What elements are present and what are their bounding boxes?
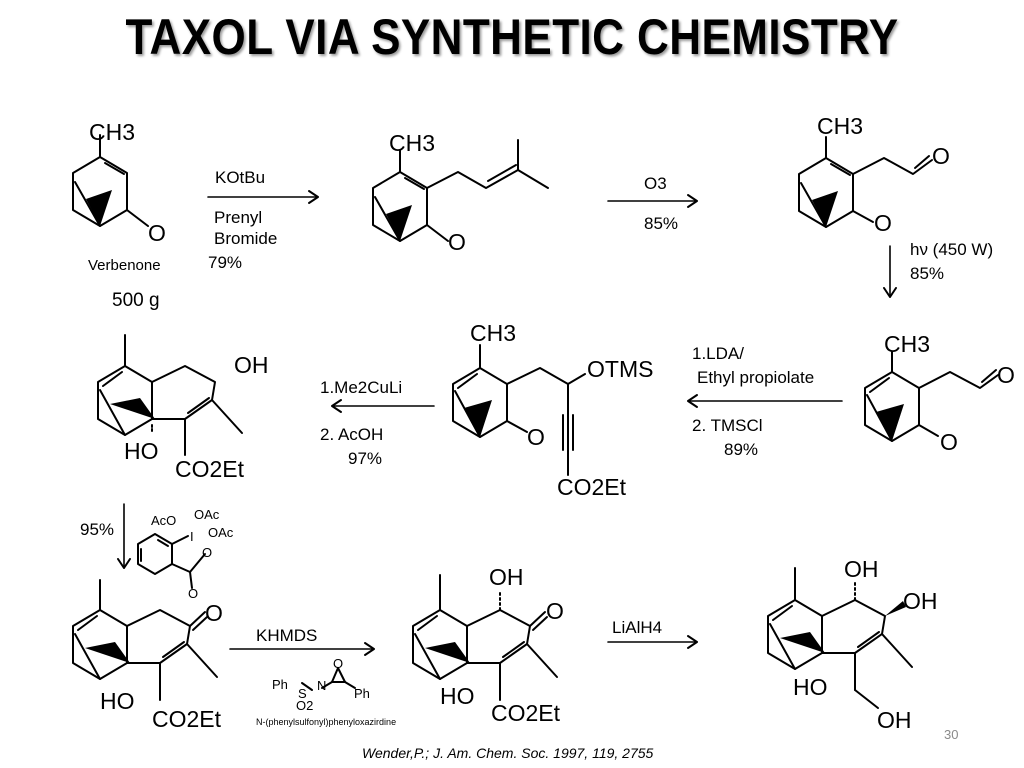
photo-aldehyde-methyl-label: CH3 — [884, 331, 931, 357]
arrow-step6 — [117, 503, 131, 569]
step3-yield: 85% — [910, 264, 945, 283]
hydroxy-enone-ho-label: HO — [440, 683, 475, 709]
photo-aldehyde-skeleton — [864, 351, 999, 442]
step7-o-label: O — [333, 656, 344, 671]
step7-n-label: N — [317, 678, 327, 693]
hydroxy-enone-carbonyl-label: O — [546, 598, 564, 624]
step6-oac1-label: OAc — [194, 507, 220, 522]
aldehyde-methyl-label: CH3 — [817, 113, 864, 139]
tetraol-ho-label: HO — [793, 674, 828, 700]
page-number: 30 — [944, 727, 959, 742]
hydroxy-enone-ester-label: CO2Et — [491, 700, 561, 726]
step7-o2-label: O2 — [296, 698, 314, 713]
aldehyde-carbonyl-label: O — [874, 210, 892, 236]
aldehyde-skeleton — [798, 136, 933, 228]
step7-ph1-label: Ph — [272, 677, 288, 692]
step4-reagent-lda: 1.LDA/ — [692, 344, 744, 363]
iodinane-reagent-skeleton — [137, 533, 206, 589]
alkynoate-otms-label: OTMS — [587, 356, 654, 382]
step3-reagent: hν (450 W) — [910, 240, 994, 259]
step2-yield: 85% — [644, 214, 679, 233]
oxaziridine-skeleton — [301, 667, 356, 691]
bicyclic-diol-ester-label: CO2Et — [175, 456, 245, 482]
step8-reagent: LiAlH4 — [612, 618, 663, 637]
verbenone-methyl-label: CH3 — [89, 119, 136, 145]
step1-reagent-kotbu: KOtBu — [215, 168, 266, 187]
step4-reagent-propiolate: Ethyl propiolate — [697, 368, 815, 387]
enone-carbonyl-label: O — [205, 600, 223, 626]
tetraol-oh1-label: OH — [844, 556, 879, 582]
enone-skeleton — [72, 579, 218, 701]
hydroxy-enone-oh-label: OH — [489, 564, 524, 590]
verbenone-name-label: Verbenone — [88, 257, 161, 274]
step7-reagent: KHMDS — [256, 626, 318, 645]
arrow-step4 — [687, 394, 843, 408]
step6-yield: 95% — [80, 520, 115, 539]
arrow-step3 — [883, 245, 897, 298]
photo-aldehyde-carbonyl-label: O — [940, 429, 958, 455]
step1-reagent-prenyl: Prenyl — [214, 208, 263, 227]
bicyclic-diol-skeleton — [97, 334, 243, 456]
enone-ester-label: CO2Et — [152, 706, 222, 732]
step6-o1-label: O — [202, 545, 213, 560]
step7-reagent-name: N-(phenylsulfonyl)phenyloxazirdine — [256, 717, 397, 727]
alkynoate-methyl-label: CH3 — [470, 320, 517, 346]
step5-yield: 97% — [348, 449, 383, 468]
alkynoate-skeleton — [452, 344, 586, 476]
step7-ph2-label: Ph — [354, 686, 370, 701]
step4-yield: 89% — [724, 440, 759, 459]
step1-reagent-bromide: Bromide — [214, 229, 278, 248]
enone-ho-label: HO — [100, 688, 135, 714]
step1-yield: 79% — [208, 253, 243, 272]
arrow-step2 — [607, 194, 698, 208]
bicyclic-diol-ho-label: HO — [124, 438, 159, 464]
verbenone-amount-label: 500 g — [112, 290, 160, 311]
alkynoate-ester-label: CO2Et — [557, 474, 627, 500]
step4-reagent-tmscl: 2. TMSCl — [692, 416, 763, 435]
verbenone-skeleton — [72, 134, 149, 227]
verbenone-carbonyl-label: O — [148, 220, 166, 246]
prenyl-verbenone-carbonyl-label: O — [448, 229, 466, 255]
step7-s-label: S — [298, 686, 307, 701]
step6-oac2-label: OAc — [208, 525, 234, 540]
prenyl-verbenone-skeleton — [372, 139, 549, 242]
step2-reagent: O3 — [644, 174, 667, 193]
tetraol-oh3-label: OH — [877, 707, 912, 733]
step6-aco-label: AcO — [151, 513, 177, 528]
arrow-step5 — [331, 399, 435, 413]
step5-reagent-acoh: 2. AcOH — [320, 425, 384, 444]
hydroxy-enone-skeleton — [412, 574, 558, 701]
slide-title: TAXOL VIA SYNTHETIC CHEMISTRY — [125, 9, 899, 65]
bicyclic-diol-oh-label: OH — [234, 352, 269, 378]
aldehyde-o-label: O — [932, 143, 950, 169]
arrow-step8 — [607, 635, 698, 649]
citation: Wender,P.; J. Am. Chem. Soc. 1997, 119, … — [362, 745, 654, 761]
arrow-step7 — [229, 642, 375, 656]
tetraol-skeleton — [767, 567, 913, 709]
photo-aldehyde-o-label: O — [997, 362, 1015, 388]
arrow-step1 — [207, 190, 319, 204]
step6-o2-label: O — [188, 586, 199, 601]
step6-iodine-label: I — [190, 529, 194, 544]
alkynoate-carbonyl-label: O — [527, 424, 545, 450]
tetraol-oh2-label: OH — [903, 588, 938, 614]
step5-reagent-cuprate: 1.Me2CuLi — [320, 378, 403, 397]
prenyl-verbenone-methyl-label: CH3 — [389, 130, 436, 156]
